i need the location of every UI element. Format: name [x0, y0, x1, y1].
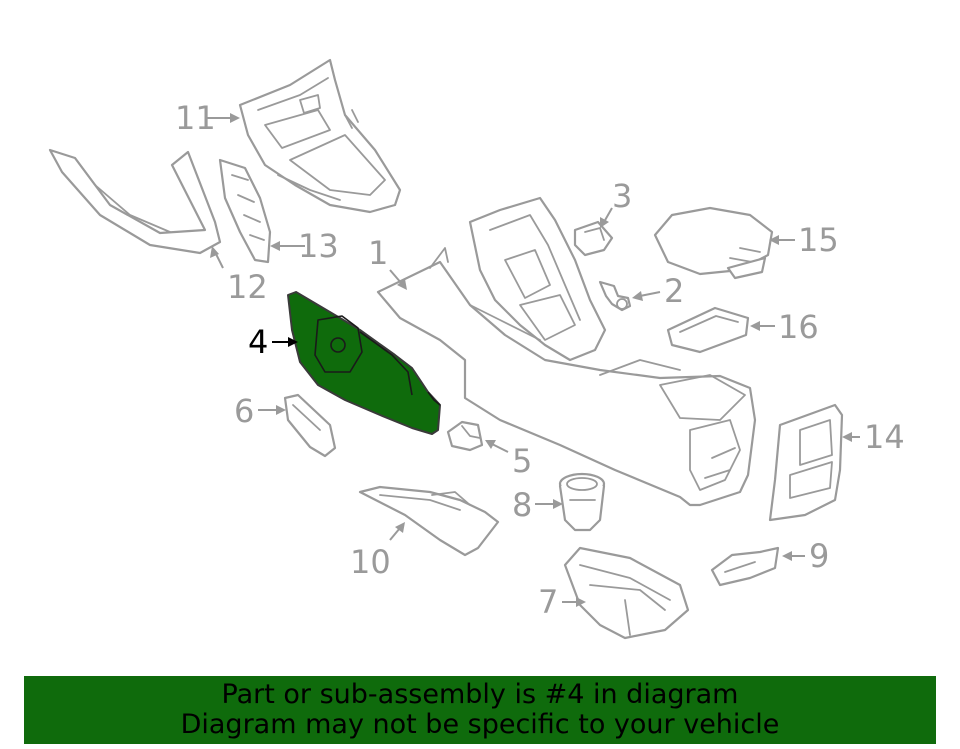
callout-12: 12	[227, 268, 268, 306]
callout-10: 10	[350, 543, 391, 581]
part-11-shifter-bezel	[238, 58, 402, 214]
callout-7: 7	[538, 583, 558, 621]
callout-8: 8	[512, 486, 532, 524]
callout-2: 2	[664, 272, 684, 310]
leaders	[205, 113, 860, 607]
banner-line-2: Diagram may not be specific to your vehi…	[180, 709, 780, 740]
callout-13: 13	[298, 227, 339, 265]
banner-line-1: Part or sub-assembly is #4 in diagram	[221, 679, 739, 710]
info-banner: Part or sub-assembly is #4 in diagram Di…	[24, 676, 936, 744]
part-1-console-body	[376, 196, 757, 507]
part-16-tray	[666, 306, 750, 354]
callout-14: 14	[864, 418, 905, 456]
callout-5: 5	[512, 442, 532, 480]
part-13-bracket	[218, 158, 272, 264]
parts-diagram: 11 12 13 1 3 2 15 16 14 4 6 5 8 10 7 9	[48, 58, 905, 640]
part-2-push-pin	[598, 280, 632, 312]
callout-6: 6	[234, 392, 254, 430]
part-14-side-panel	[768, 403, 844, 522]
part-5-switch	[446, 420, 484, 452]
part-6-cover	[283, 393, 337, 458]
callout-4: 4	[248, 323, 268, 361]
part-4-highlighted-panel	[287, 291, 441, 435]
callout-9: 9	[809, 537, 829, 575]
part-7-bin	[563, 546, 690, 640]
part-12-trim-strip	[48, 148, 222, 255]
part-10-lower-trim	[358, 485, 500, 557]
part-15-armrest-lid	[653, 206, 774, 280]
callout-1: 1	[368, 234, 388, 272]
callout-11: 11	[175, 99, 216, 137]
callout-15: 15	[798, 221, 839, 259]
callout-16: 16	[778, 308, 819, 346]
callout-3: 3	[612, 177, 632, 215]
part-8-cup-holder	[558, 472, 606, 532]
part-9-latch	[710, 546, 780, 587]
part-3-clip	[573, 220, 614, 257]
